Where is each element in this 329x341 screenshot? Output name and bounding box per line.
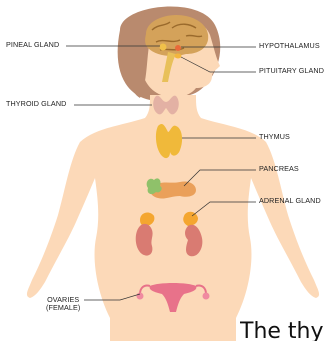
pituitary-gland-organ: [175, 54, 182, 59]
thymus-label: THYMUS: [259, 133, 290, 141]
hypothalamus-organ: [175, 45, 181, 51]
spleen-greenery: [147, 178, 162, 194]
pineal-gland-label: PINEAL GLAND: [6, 41, 59, 49]
ovaries-label: OVARIES (FEMALE): [46, 296, 80, 312]
pancreas-label: PANCREAS: [259, 165, 299, 173]
ovary-left: [137, 293, 144, 300]
ovary-right: [203, 293, 210, 300]
hypothalamus-label: HYPOTHALAMUS: [259, 42, 320, 50]
caption-text: The thy: [240, 318, 329, 341]
pineal-gland-organ: [160, 44, 167, 51]
adrenal-gland-label: ADRENAL GLAND: [259, 197, 321, 205]
pituitary-gland-label: PITUITARY GLAND: [259, 67, 324, 75]
thyroid-gland-label: THYROID GLAND: [6, 100, 66, 108]
ovaries-label-line2: (FEMALE): [46, 304, 80, 312]
